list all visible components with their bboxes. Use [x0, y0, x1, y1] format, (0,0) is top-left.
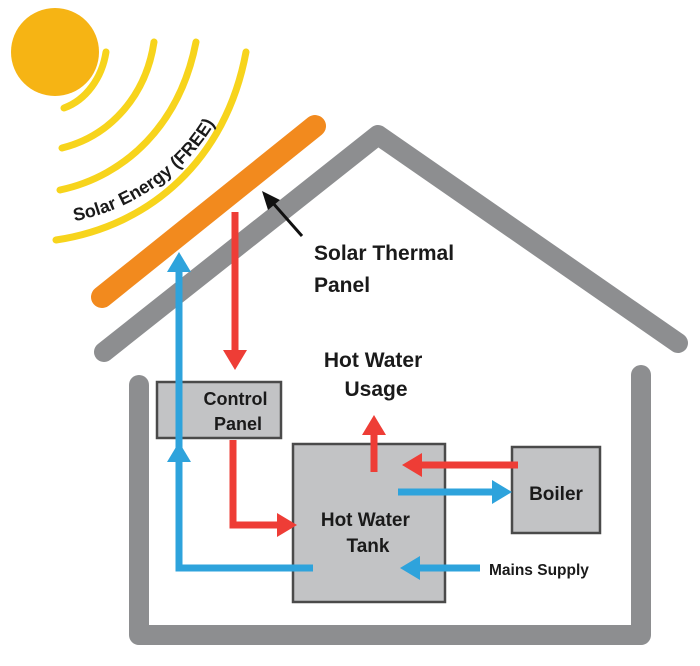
- control-to-tank-arrow: [229, 440, 297, 537]
- mains-supply-arrow: [400, 556, 480, 580]
- sun-ray: [52, 48, 250, 244]
- panel-to-control-arrow: [223, 212, 247, 370]
- hot-flow-arrows: [223, 212, 518, 537]
- sun-ray: [58, 38, 158, 152]
- hot-water-usage-label: Hot Water Usage: [324, 349, 428, 401]
- control-panel-label: Control Panel: [204, 389, 273, 434]
- sun-rays: [52, 38, 250, 244]
- house-roof: [94, 125, 688, 362]
- sun-ray: [60, 48, 110, 112]
- boiler-to-tank-arrow: [402, 453, 518, 477]
- sun-icon: [11, 8, 99, 96]
- tank-to-boiler-arrow: [398, 480, 512, 504]
- hot-water-usage-arrow: [362, 415, 386, 472]
- house-outline: [94, 125, 688, 645]
- hot-water-tank-label: Hot Water Tank: [321, 510, 415, 557]
- mains-supply-label: Mains Supply: [489, 562, 589, 579]
- cold-flow-arrows: [167, 252, 512, 580]
- solar-thermal-panel: [91, 115, 326, 308]
- panel-pointer-arrow: [262, 191, 304, 237]
- sun-ray: [56, 38, 200, 194]
- house-walls: [129, 365, 651, 645]
- boiler-label: Boiler: [529, 484, 583, 505]
- solar-thermal-panel-label: Solar Thermal Panel: [314, 242, 460, 297]
- boiler-box: [510, 445, 602, 535]
- tank-to-panel-return-arrow: [167, 252, 313, 572]
